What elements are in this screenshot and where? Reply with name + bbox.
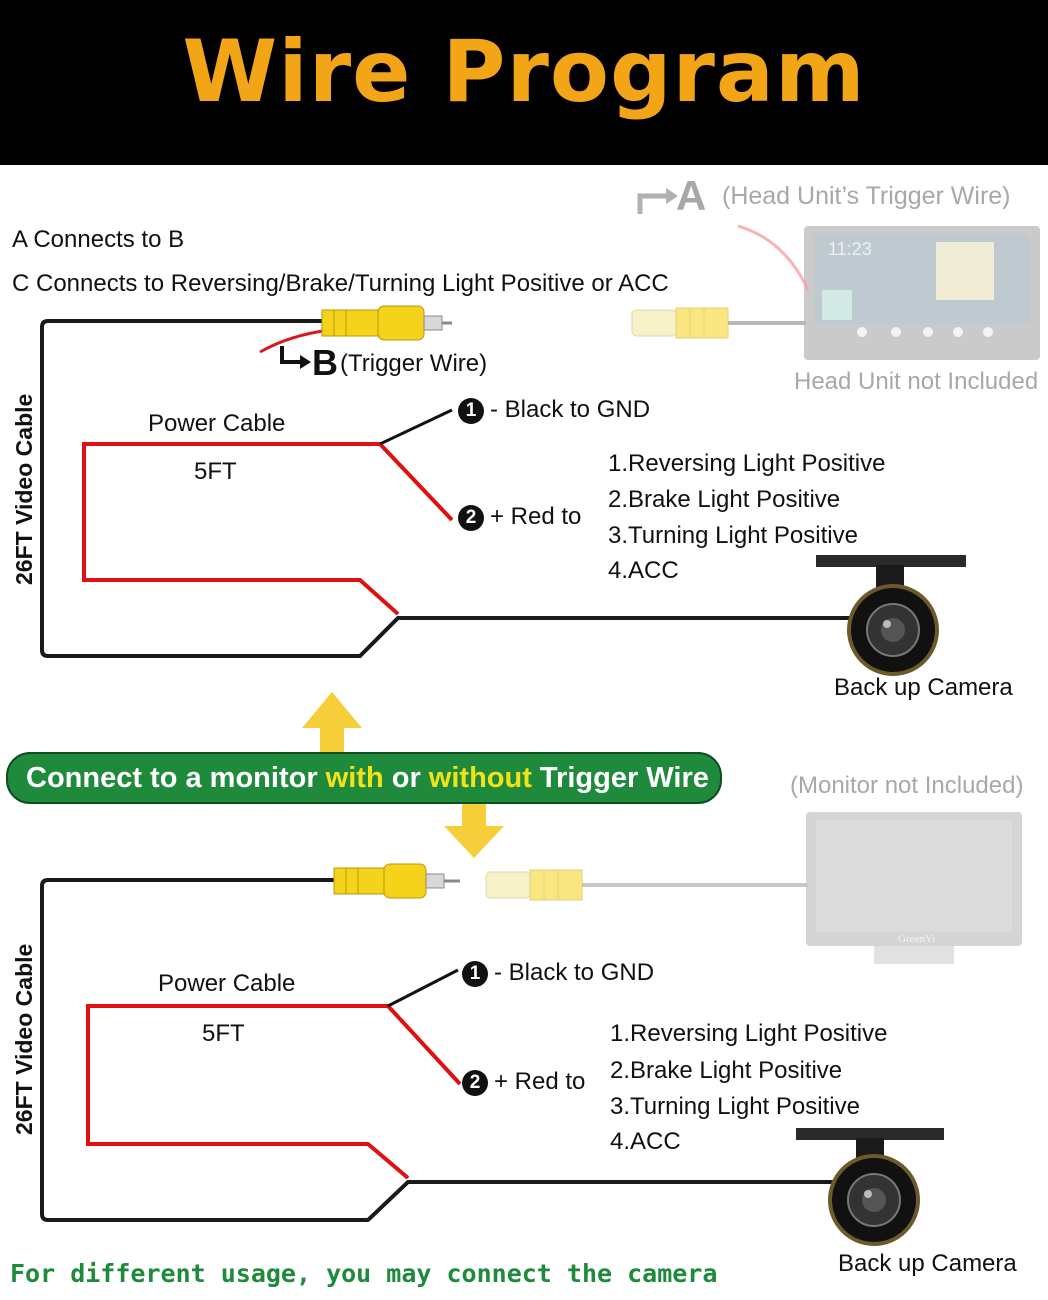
black-to-gnd-label: - Black to GND (494, 959, 655, 986)
connection-banner: Connect to a monitor with or without Tri… (6, 752, 722, 804)
rca-socket-icon (631, 307, 729, 339)
label-b-description: (Trigger Wire) (340, 350, 488, 377)
head-unit-icon (804, 226, 1040, 360)
backup-camera-icon (796, 1128, 944, 1246)
red-to-row: 2+ Red to (458, 503, 581, 531)
instruction-c-connection: C Connects to Reversing/Brake/Turning Li… (12, 270, 669, 297)
monitor-brand: GreenYi (898, 933, 935, 945)
option-brake: 2.Brake Light Positive (608, 486, 841, 513)
camera-label: Back up Camera (838, 1250, 1017, 1277)
black-to-gnd-row: 1- Black to GND (458, 396, 650, 424)
option-acc: 4.ACC (608, 557, 679, 584)
number-badge: 2 (462, 1069, 488, 1096)
length-label: 5FT (194, 458, 237, 485)
up-arrow-icon (302, 692, 362, 760)
banner-text: Connect to a monitor with or without Tri… (26, 762, 709, 795)
power-cable-black-bottom (387, 968, 459, 1008)
monitor-icon (806, 812, 1022, 964)
video-cable-label: 26FT Video Cable (11, 943, 37, 1135)
footer-note: For different usage, you may connect the… (10, 1259, 718, 1288)
option-reversing: 1.Reversing Light Positive (608, 450, 886, 477)
banner-with: with (325, 762, 384, 794)
backup-camera-icon (816, 555, 966, 676)
video-cable-label: 26FT Video Cable (11, 393, 37, 585)
rca-plug-yellow-icon (321, 305, 452, 341)
power-cable-red-bottom (86, 1004, 462, 1180)
instruction-a-to-b: A Connects to B (12, 226, 185, 253)
corner-arrow-icon (637, 193, 668, 214)
number-badge: 1 (458, 397, 484, 424)
label-a-letter: A (676, 172, 707, 219)
power-cable-black-top (379, 408, 453, 446)
red-to-label: + Red to (494, 1068, 586, 1095)
power-cable-label: Power Cable (158, 970, 296, 997)
power-cable-label: Power Cable (148, 410, 286, 437)
rca-socket-icon (485, 869, 583, 901)
head-unit-trigger-wire (737, 224, 810, 291)
red-to-label: + Red to (490, 503, 582, 530)
banner-part2: Trigger Wire (531, 762, 709, 794)
head-unit-clock: 11:23 (828, 239, 872, 259)
rca-plug-yellow-icon (333, 863, 460, 899)
option-brake: 2.Brake Light Positive (610, 1057, 843, 1084)
option-acc: 4.ACC (610, 1128, 681, 1155)
black-to-gnd-row: 1- Black to GND (462, 959, 654, 987)
length-label: 5FT (202, 1020, 245, 1047)
banner-part1: Connect to a monitor (26, 762, 326, 794)
option-reversing: 1.Reversing Light Positive (610, 1020, 888, 1047)
video-cable-top (40, 319, 852, 658)
camera-label: Back up Camera (834, 674, 1013, 701)
header-bar: Wire Program (0, 0, 1048, 165)
banner-or: or (383, 762, 429, 794)
head-unit-note: Head Unit not Included (794, 368, 1039, 395)
label-b-letter: B (312, 342, 338, 383)
video-cable-bottom (40, 878, 838, 1222)
banner-without: without (428, 762, 532, 794)
black-to-gnd-label: - Black to GND (490, 396, 651, 423)
red-to-row: 2+ Red to (462, 1068, 585, 1096)
monitor-note: (Monitor not Included) (790, 772, 1024, 799)
label-a-description: (Head Unit’s Trigger Wire) (722, 182, 1011, 210)
down-arrow-icon (444, 795, 504, 858)
option-turning: 3.Turning Light Positive (608, 522, 858, 549)
number-badge: 2 (458, 504, 484, 531)
page-title: Wire Program (182, 22, 866, 122)
power-cable-red-top (82, 442, 454, 616)
option-turning: 3.Turning Light Positive (610, 1093, 860, 1120)
number-badge: 1 (462, 960, 488, 987)
b-corner-arrow-icon (280, 346, 302, 364)
